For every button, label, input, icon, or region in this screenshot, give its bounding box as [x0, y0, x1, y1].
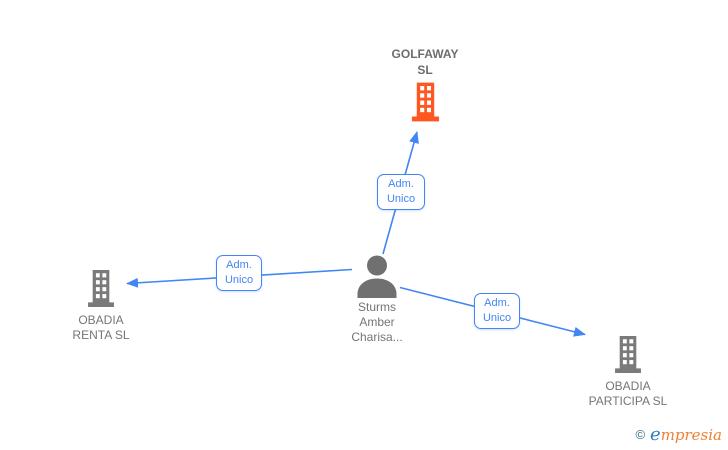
- node-person-label-line3: Charisa...: [351, 330, 403, 344]
- copyright-icon: ©: [635, 427, 646, 442]
- empresia-watermark: © empresia: [635, 424, 722, 445]
- brand-logo-text: mpresia: [660, 426, 722, 444]
- company-building-icon: [615, 336, 641, 373]
- node-person-label-line2: Amber: [359, 315, 395, 329]
- node-obadia-participa-sl[interactable]: OBADIA PARTICIPA SL: [578, 336, 678, 409]
- edge-label-adm-unico-obadia-participa: Adm. Unico: [474, 293, 520, 329]
- company-building-icon: [411, 82, 439, 122]
- node-obadia-renta-label: OBADIA RENTA SL: [72, 313, 129, 343]
- node-obadia-participa-label-line1: OBADIA: [605, 379, 651, 393]
- node-obadia-renta-sl[interactable]: OBADIA RENTA SL: [51, 270, 151, 343]
- node-person-label-line1: Sturms: [357, 300, 396, 314]
- person-icon: [357, 255, 397, 298]
- node-obadia-participa-label-line2: PARTICIPA SL: [588, 394, 668, 408]
- node-obadia-participa-label: OBADIA PARTICIPA SL: [589, 379, 668, 409]
- node-golfaway-label-line1: GOLFAWAY: [391, 47, 459, 61]
- node-golfaway-sl[interactable]: GOLFAWAY SL: [375, 46, 475, 122]
- edge-label-adm-unico-obadia-renta: Adm. Unico: [216, 255, 262, 291]
- node-golfaway-label-line2: SL: [417, 63, 433, 77]
- brand-logo-initial: e: [650, 424, 661, 445]
- node-person-sturms[interactable]: Sturms Amber Charisa...: [327, 255, 427, 345]
- node-obadia-renta-label-line2: RENTA SL: [72, 328, 130, 342]
- node-obadia-renta-label-line1: OBADIA: [78, 313, 124, 327]
- node-person-label: Sturms Amber Charisa...: [351, 300, 402, 345]
- edge-label-adm-unico-golfaway: Adm. Unico: [377, 174, 425, 210]
- node-golfaway-label: GOLFAWAY SL: [392, 46, 459, 78]
- company-building-icon: [88, 270, 114, 307]
